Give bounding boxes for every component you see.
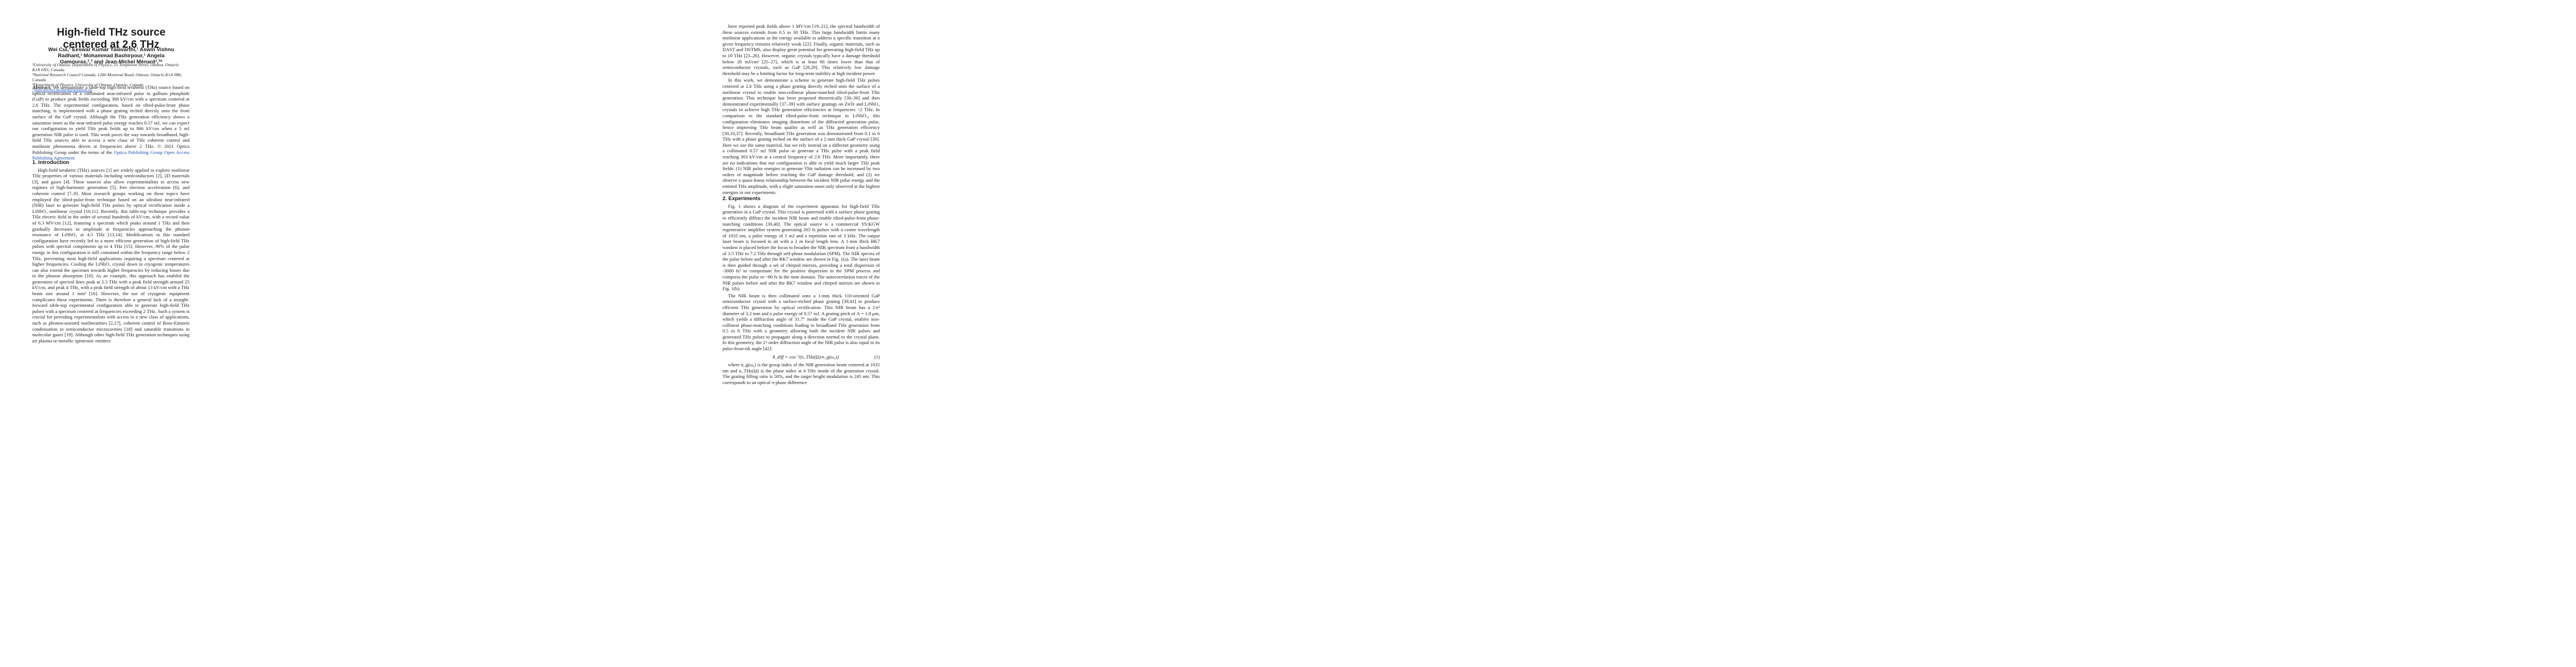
affiliation-3: ³Department of Physics, University of Ot… <box>32 82 143 87</box>
section-heading-experiments: 2. Experiments <box>723 196 761 202</box>
abstract-label: Abstract: <box>32 84 52 90</box>
p2-paragraph-5: where n_g(ω₀) is the group index of the … <box>723 362 880 386</box>
equation-1: θ_diff = cos⁻¹(n_THz(Ω)/n_g(ω₀)) (1) <box>723 354 880 360</box>
page-2: have reported peak fields above 1 MV/cm … <box>515 0 1030 667</box>
copyright-text: © 2021 Optica Publishing Group under the… <box>32 143 190 155</box>
p2-paragraph-4: The NIR beam is then collimated onto a 1… <box>723 292 880 352</box>
author-list: Wei Cui,¹ Eeswar Kumar Yalavarthi,¹ Aswi… <box>48 47 175 65</box>
page-1: High-field THz source centered at 2.6 TH… <box>0 0 515 667</box>
equation-1-body: θ_diff = cos⁻¹(n_THz(Ω)/n_g(ω₀)) <box>773 354 839 360</box>
intro-paragraph: High-field terahertz (THz) sources [1] a… <box>32 167 190 344</box>
open-access-agreement-link[interactable]: Optica Publishing Group Open Access Publ… <box>32 149 190 161</box>
affiliation-1: ¹University of Ottawa, Department of Phy… <box>32 62 179 72</box>
abstract: Abstract: We demonstrate a table-top hig… <box>32 84 190 161</box>
introduction-column: 1. Introduction High-field terahertz (TH… <box>32 160 190 649</box>
section-heading-introduction: 1. Introduction <box>32 160 69 166</box>
page-3 <box>1030 0 1546 667</box>
corresponding-email-link[interactable]: *jean-michel.menard@uottawa.ca <box>32 87 92 92</box>
p2-paragraph-1: have reported peak fields above 1 MV/cm … <box>723 23 880 76</box>
abstract-text: We demonstrate a table-top high-field te… <box>32 84 190 149</box>
affiliations: ¹University of Ottawa, Department of Phy… <box>32 62 188 92</box>
p2-paragraph-2: In this work, we demonstrate a scheme to… <box>723 77 880 195</box>
affiliation-2: ²National Research Council Canada, 1200 … <box>32 72 182 82</box>
p2-paragraph-3: Fig. 1 shows a diagram of the experiment… <box>723 203 880 292</box>
equation-1-number: (1) <box>874 354 880 360</box>
paper-title: High-field THz source centered at 2.6 TH… <box>57 27 166 51</box>
page2-text-column: have reported peak fields above 1 MV/cm … <box>723 23 880 640</box>
